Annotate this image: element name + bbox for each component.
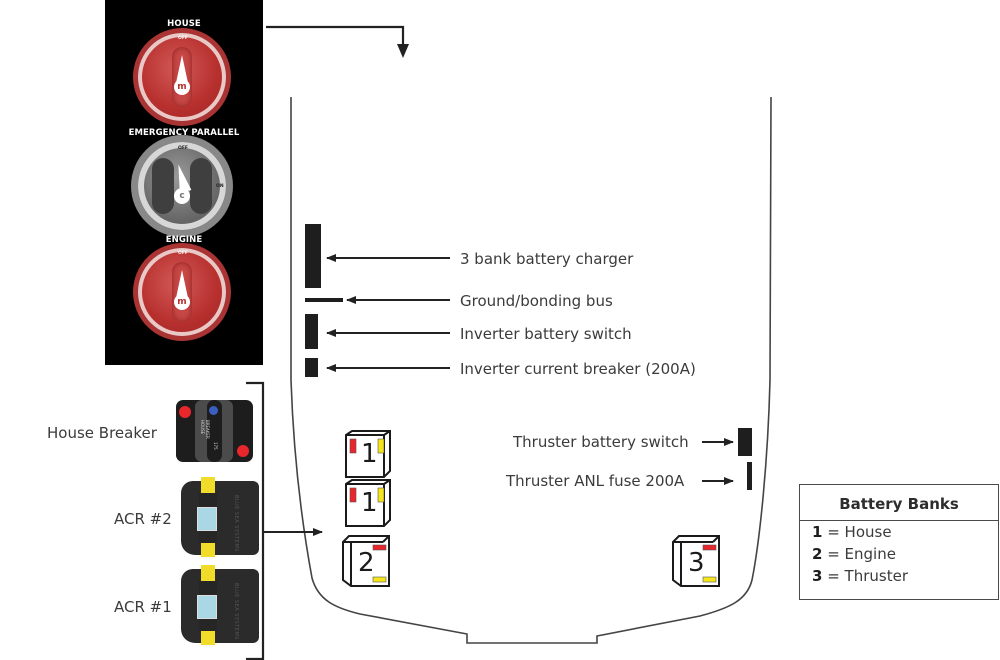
off-mark: OFF — [178, 251, 188, 256]
battery-number: 3 — [688, 548, 705, 578]
engine-switch-label: ENGINE — [165, 235, 203, 245]
panel-location-arrow — [266, 25, 409, 58]
acr-brand: BLUE SEA SYSTEMS — [233, 495, 239, 552]
legend-sep: = — [822, 545, 845, 563]
legend-key: 3 — [812, 567, 823, 585]
inverter-battery-switch-label: Inverter battery switch — [460, 325, 632, 343]
battery-banks-legend: Battery Banks 1 = House 2 = Engine 3 = T… — [799, 484, 999, 600]
off-mark: OFF — [178, 146, 188, 151]
house-battery-switch[interactable]: m OFF — [138, 33, 226, 121]
battery-thruster: 3 — [673, 536, 721, 584]
inverter-breaker-block — [305, 358, 318, 377]
thruster-anl-fuse-block — [747, 462, 752, 490]
legend-sep: = — [822, 523, 845, 541]
battery-charger-block — [305, 224, 321, 288]
ground-bonding-bus-label: Ground/bonding bus — [460, 292, 613, 310]
thruster-battery-switch-block — [738, 428, 752, 456]
switch-hub-logo: m — [174, 294, 190, 310]
breaker-reset-button — [209, 406, 218, 415]
acr1-device: BLUE SEA SYSTEMS — [181, 565, 261, 645]
breaker-load-terminal-icon — [237, 445, 249, 457]
acr2-label: ACR #2 — [114, 510, 172, 528]
off-mark: OFF — [178, 36, 188, 41]
thruster-anl-fuse-label: Thruster ANL fuse 200A — [506, 472, 685, 490]
acr2-device: BLUE SEA SYSTEMS — [181, 477, 261, 557]
hull-outline — [290, 96, 772, 644]
switch-pointer-icon — [176, 55, 188, 83]
switch-knob-left — [152, 158, 174, 214]
inverter-current-breaker-label: Inverter current breaker (200A) — [460, 360, 696, 378]
battery-engine: 2 — [343, 536, 391, 584]
legend-value: Thruster — [844, 567, 908, 585]
legend-item: 2 = Engine — [800, 543, 998, 565]
battery-engine-icon — [342, 535, 390, 587]
house-switch-label: HOUSE — [167, 19, 201, 29]
battery-charger-label: 3 bank battery charger — [460, 250, 634, 268]
legend-item: 3 = Thruster — [800, 565, 998, 587]
acr-body — [181, 481, 259, 555]
switch-hub-logo: c — [174, 188, 190, 204]
acr-label-sticker — [197, 595, 217, 619]
battery-thruster-icon — [672, 535, 720, 587]
acr-label-sticker — [197, 507, 217, 531]
breaker-positive-terminal-icon — [179, 406, 191, 418]
acr-brand: BLUE SEA SYSTEMS — [233, 583, 239, 640]
legend-value: House — [844, 523, 892, 541]
battery-house-2: 1 — [342, 480, 390, 528]
legend-sep: = — [822, 567, 845, 585]
battery-number: 1 — [361, 488, 378, 518]
thruster-battery-switch-label: Thruster battery switch — [513, 433, 689, 451]
battery-house-1: 1 — [342, 431, 390, 479]
left-components-bracket — [246, 381, 265, 660]
acr-body — [181, 569, 259, 643]
house-breaker-label: House Breaker — [47, 424, 157, 442]
breaker-center — [207, 400, 222, 462]
battery-number: 2 — [358, 548, 375, 578]
legend-key: 1 — [812, 523, 823, 541]
breaker-rating: 175 — [213, 442, 218, 450]
legend-item: 1 = House — [800, 521, 998, 543]
acr1-label: ACR #1 — [114, 598, 172, 616]
legend-value: Engine — [844, 545, 896, 563]
battery-number: 1 — [361, 439, 378, 469]
house-breaker-device: HOUSE BREAKER 175 — [176, 400, 253, 462]
on-mark: ON — [216, 184, 224, 189]
switch-knob-right — [190, 158, 212, 214]
legend-key: 2 — [812, 545, 823, 563]
ground-bonding-bus-bar — [305, 298, 343, 302]
emergency-parallel-switch[interactable]: c OFF ON — [138, 142, 226, 230]
switch-hub-logo: m — [174, 79, 190, 95]
engine-battery-switch[interactable]: m OFF — [138, 248, 226, 336]
legend-title: Battery Banks — [800, 485, 998, 521]
battery-switch-panel: HOUSE m OFF EMERGENCY PARALLEL c OFF ON … — [105, 0, 263, 365]
emergency-parallel-switch-label: EMERGENCY PARALLEL — [128, 128, 240, 138]
switch-pointer-icon — [176, 270, 188, 298]
inverter-battery-switch-block — [305, 314, 318, 349]
breaker-text-2: BREAKER — [205, 420, 210, 439]
battery-house-1-icon — [345, 430, 391, 478]
battery-house-2-icon — [345, 479, 391, 527]
